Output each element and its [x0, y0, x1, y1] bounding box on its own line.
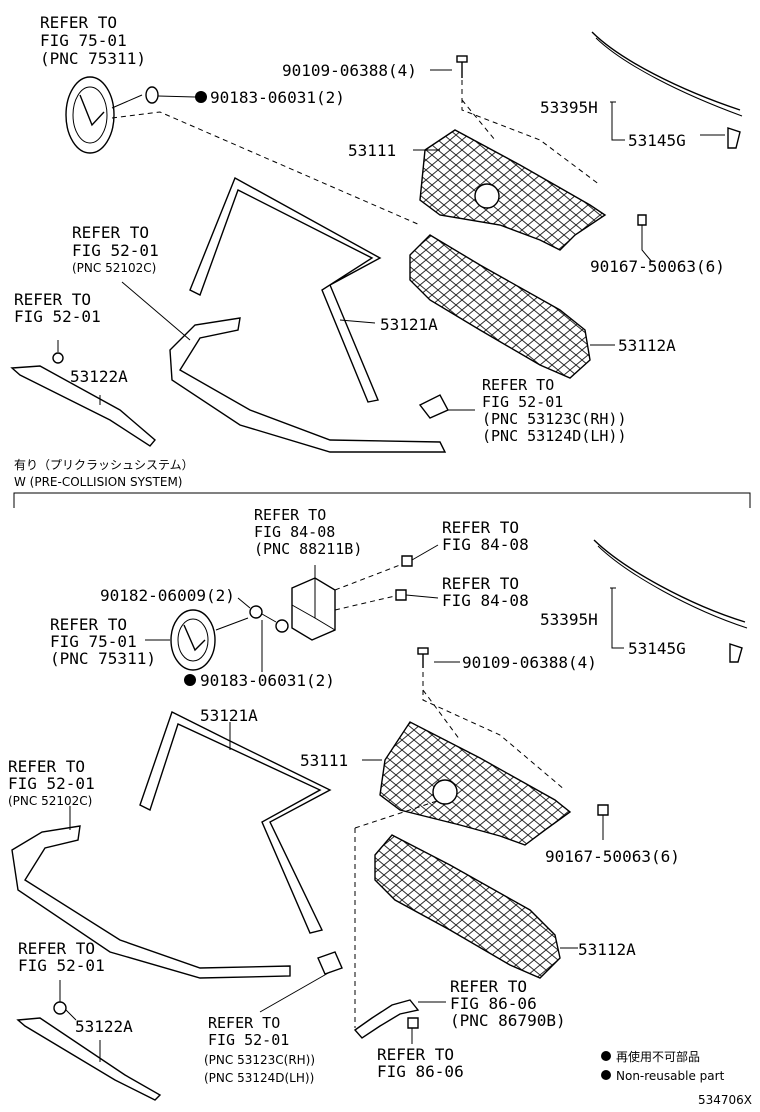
bot-ref-86a-2: FIG 86-06 [450, 994, 537, 1013]
bot-ref-lamp-2: FIG 52-01 [208, 1031, 289, 1049]
bot-lower-molding-label: 53122A [75, 1017, 133, 1036]
frame-part-bottom [139, 711, 332, 934]
lower-molding-part [10, 365, 156, 447]
bot-ref-fig52-2: FIG 52-01 [18, 956, 105, 975]
bot-ref-sensor-1: REFER TO [254, 506, 326, 524]
top-grille-label: 53111 [348, 141, 396, 160]
bot-ref-sensor-2: FIG 84-08 [254, 523, 335, 541]
bottom-section: REFER TO FIG 84-08 (PNC 88211B) REFER TO… [8, 506, 748, 1101]
top-molding-label: 53395H [540, 98, 598, 117]
bot-ref-emblem-2: FIG 75-01 [50, 632, 137, 651]
bolt-part [456, 55, 468, 78]
bot-washer-label: 90183-06031(2) [200, 671, 335, 690]
legend-dot-icon [601, 1051, 611, 1061]
legend-en: Non-reusable part [616, 1069, 725, 1083]
bot-ref-86a-3: (PNC 86790B) [450, 1011, 566, 1030]
bot-ref-lamp-1: REFER TO [208, 1014, 280, 1032]
top-ref-lamp-1: REFER TO [482, 376, 554, 394]
section-divider: 有り（プリクラッシュシステム） W (PRE-COLLISION SYSTEM) [13, 458, 751, 508]
divider-jp: 有り（プリクラッシュシステム） [14, 458, 194, 472]
legend: 再使用不可部品 Non-reusable part [601, 1049, 725, 1083]
top-washer-label: 90183-06031(2) [210, 88, 345, 107]
bot-ref-84a-1: REFER TO [442, 518, 519, 537]
bot-bolt-label: 90109-06388(4) [462, 653, 597, 672]
bot-lower-grille-label: 53112A [578, 940, 636, 959]
bot-molding-label: 53395H [540, 610, 598, 629]
legend-dot-icon [601, 1070, 611, 1080]
lamp-cover-part [418, 394, 449, 419]
emblem-part [65, 76, 115, 154]
top-frame-label: 53121A [380, 315, 438, 334]
top-clip-label: 53145G [628, 131, 686, 150]
non-reusable-dot [184, 674, 196, 686]
bumper-part [169, 317, 447, 453]
lower-grille-part-bottom [374, 834, 561, 979]
legend-jp: 再使用不可部品 [616, 1049, 700, 1064]
top-ref-fig52-1: REFER TO [14, 290, 91, 309]
top-lower-grille-label: 53112A [618, 336, 676, 355]
bot-ref-sensor-3: (PNC 88211B) [254, 540, 362, 558]
emblem-part-bottom [170, 609, 216, 671]
top-section: REFER TO FIG 75-01 (PNC 75311) 90109-063… [10, 13, 743, 453]
top-clip2-label: 90167-50063(6) [590, 257, 725, 276]
bot-ref-bumper-3: (PNC 52102C) [8, 794, 92, 808]
bot-ref-bumper-2: FIG 52-01 [8, 774, 95, 793]
bot-ref-fig52-1: REFER TO [18, 939, 95, 958]
upper-molding-part [591, 31, 741, 111]
top-ref-fig52-2: FIG 52-01 [14, 307, 101, 326]
bot-ref-lamp-4: (PNC 53124D(LH)) [204, 1071, 314, 1085]
bot-ref-emblem-3: (PNC 75311) [50, 649, 156, 668]
bot-ref-84b-2: FIG 84-08 [442, 591, 529, 610]
top-ref-bumper-1: REFER TO [72, 223, 149, 242]
divider-en: W (PRE-COLLISION SYSTEM) [14, 475, 183, 489]
bot-ref-84b-1: REFER TO [442, 574, 519, 593]
bot-frame-label: 53121A [200, 706, 258, 725]
upper-molding-part-bottom [593, 539, 746, 623]
figure-code: 534706X [698, 1093, 752, 1107]
bot-screw-label: 90182-06009(2) [100, 586, 235, 605]
top-bolt-label: 90109-06388(4) [282, 61, 417, 80]
top-ref-lamp-2: FIG 52-01 [482, 393, 563, 411]
bot-clip-label: 53145G [628, 639, 686, 658]
non-reusable-dot [195, 91, 207, 103]
bot-clip2-label: 90167-50063(6) [545, 847, 680, 866]
top-ref-bumper-2: FIG 52-01 [72, 241, 159, 260]
lamp-cover-part-bottom [317, 951, 343, 975]
bumper-part-bottom [11, 825, 291, 979]
lower-molding-part-bottom [16, 1017, 162, 1101]
frame-part [189, 177, 382, 403]
top-ref-bumper-3: (PNC 52102C) [72, 261, 156, 275]
bracket-part [353, 999, 420, 1039]
top-ref-emblem-2: FIG 75-01 [40, 31, 127, 50]
top-ref-lamp-3: (PNC 53123C(RH)) [482, 410, 627, 428]
upper-grille-part [419, 129, 607, 251]
bot-grille-label: 53111 [300, 751, 348, 770]
sensor-part [291, 577, 336, 641]
washer-part [145, 86, 159, 104]
bot-ref-lamp-3: (PNC 53123C(RH)) [204, 1053, 315, 1067]
lower-grille-part [409, 234, 591, 379]
top-ref-emblem-1: REFER TO [40, 13, 117, 32]
bot-ref-86b-1: REFER TO [377, 1045, 454, 1064]
bot-ref-84a-2: FIG 84-08 [442, 535, 529, 554]
top-ref-emblem-3: (PNC 75311) [40, 49, 146, 68]
top-lower-molding-label: 53122A [70, 367, 128, 386]
bot-ref-bumper-1: REFER TO [8, 757, 85, 776]
bot-ref-86a-1: REFER TO [450, 977, 527, 996]
upper-grille-part-bottom [379, 721, 572, 846]
bot-ref-86b-2: FIG 86-06 [377, 1062, 464, 1081]
clip-part [727, 127, 741, 149]
clip-part-bottom [729, 643, 743, 663]
bot-ref-emblem-1: REFER TO [50, 615, 127, 634]
top-ref-lamp-4: (PNC 53124D(LH)) [482, 427, 627, 445]
